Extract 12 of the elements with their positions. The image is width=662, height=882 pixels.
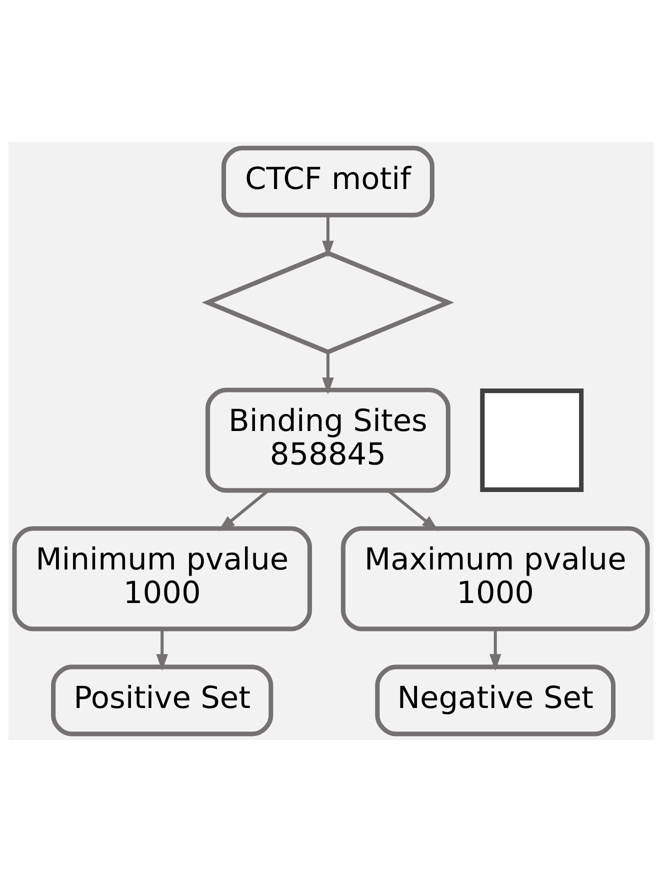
node-box	[480, 388, 584, 492]
arrow	[156, 629, 168, 671]
arrow	[322, 215, 334, 258]
node-box: Minimum pvalue 1000	[12, 526, 312, 632]
node-diamond	[202, 250, 454, 354]
arrow	[489, 629, 502, 671]
node-box: Positive Set	[51, 664, 274, 736]
node-box: Maximum pvalue 1000	[340, 526, 650, 632]
node-box: Negative Set	[375, 664, 616, 736]
arrow	[322, 352, 334, 394]
node-box: Binding Sites 858845	[205, 388, 450, 493]
node-box: CTCF motif	[221, 146, 434, 218]
